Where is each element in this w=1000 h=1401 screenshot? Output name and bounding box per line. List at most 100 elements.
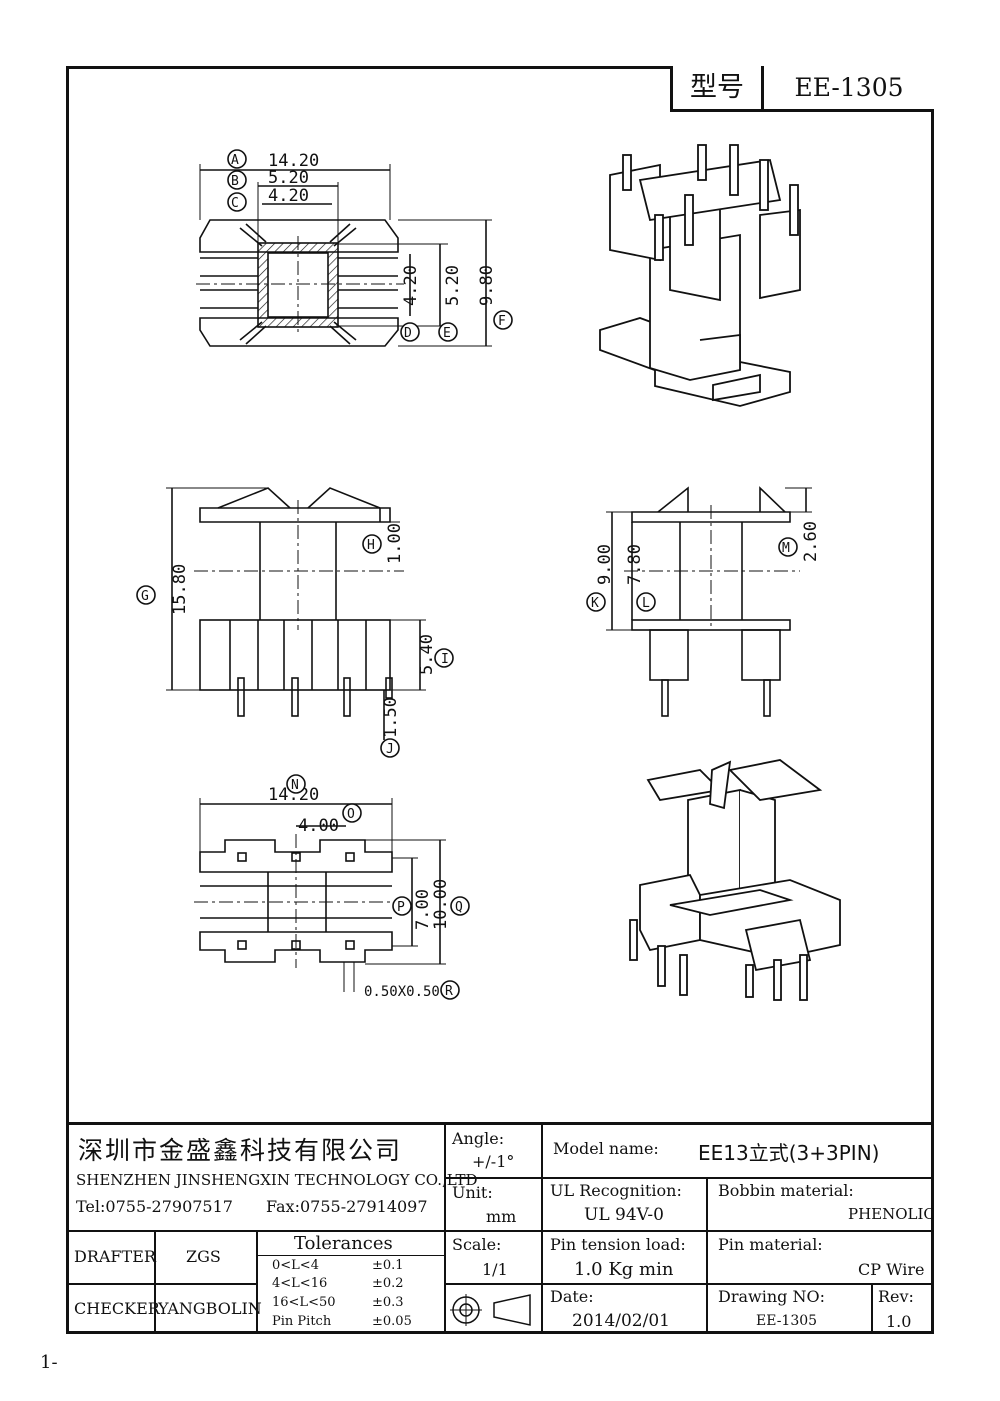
- dim-i-value: 5.40: [417, 634, 437, 675]
- svg-text:K: K: [591, 596, 599, 611]
- pin-material-value: CP Wire: [858, 1260, 925, 1279]
- svg-text:M: M: [782, 541, 790, 556]
- dim-j-value: 1.50: [381, 697, 401, 738]
- svg-text:A: A: [231, 153, 239, 168]
- svg-text:Q: Q: [455, 900, 463, 915]
- callout-d: D: [400, 322, 420, 342]
- checker-value: YANGBOLIN: [158, 1299, 262, 1318]
- bottom-view-labels: 14.20 4.00 7.00 10.00 0.50X0.50 N O P Q …: [268, 774, 470, 1000]
- callout-h: H: [362, 534, 382, 554]
- tolerances-title: Tolerances: [294, 1233, 393, 1254]
- tolerance-value: ±0.3: [372, 1295, 404, 1310]
- svg-text:P: P: [397, 900, 405, 915]
- model-header-value: EE-1305: [794, 73, 904, 102]
- svg-text:I: I: [441, 652, 449, 667]
- dim-h-value: 1.00: [385, 523, 405, 564]
- tolerance-value: ±0.1: [372, 1258, 404, 1273]
- ul-label: UL Recognition:: [550, 1181, 682, 1200]
- title-block: 深圳市金盛鑫科技有限公司 SHENZHEN JINSHENGXIN TECHNO…: [66, 1122, 935, 1334]
- drafter-value: ZGS: [186, 1247, 221, 1266]
- dim-p-value: 7.00: [413, 889, 433, 930]
- tolerance-range: 4<L<16: [272, 1276, 328, 1291]
- company-fax: Fax:0755-27914097: [266, 1197, 428, 1216]
- svg-text:G: G: [141, 589, 149, 604]
- dim-k-value: 9.00: [595, 544, 615, 585]
- front-view: [166, 487, 426, 740]
- svg-text:E: E: [443, 326, 451, 341]
- callout-b: B: [227, 170, 247, 190]
- pin-material-label: Pin material:: [718, 1235, 823, 1254]
- svg-text:N: N: [291, 778, 299, 793]
- callout-o: O: [342, 803, 362, 823]
- company-tel: Tel:0755-27907517: [76, 1197, 233, 1216]
- drawing-no-label: Drawing NO:: [718, 1287, 825, 1306]
- side-view: [606, 486, 812, 717]
- svg-text:J: J: [386, 742, 394, 757]
- svg-text:L: L: [642, 596, 650, 611]
- dim-g-value: 15.80: [170, 564, 190, 615]
- isometric-view-top: [599, 144, 801, 407]
- dim-m-value: 2.60: [801, 521, 821, 562]
- rev-label: Rev:: [878, 1287, 914, 1306]
- dim-l-value: 7.80: [625, 544, 645, 585]
- side-view-labels: 9.00 7.80 2.60 K L M: [586, 521, 821, 612]
- callout-p: P: [392, 896, 412, 916]
- drawing-no-value: EE-1305: [756, 1313, 818, 1329]
- pin-tension-value: 1.0 Kg min: [574, 1259, 674, 1280]
- callout-i: I: [434, 648, 454, 668]
- angle-label: Angle:: [452, 1129, 505, 1148]
- company-name-en: SHENZHEN JINSHENGXIN TECHNOLOGY CO.,LTD: [76, 1171, 478, 1189]
- bobbin-value: PHENOLIC: [848, 1205, 935, 1223]
- svg-text:B: B: [231, 174, 239, 189]
- dim-a-value: 14.20: [268, 151, 319, 171]
- callout-g: G: [136, 585, 156, 605]
- callout-l: L: [636, 592, 656, 612]
- callout-e: E: [438, 322, 458, 342]
- model-name-label: Model name:: [553, 1139, 659, 1158]
- dim-o-value: 4.00: [298, 816, 339, 836]
- date-label: Date:: [550, 1287, 594, 1306]
- company-name-cn: 深圳市金盛鑫科技有限公司: [78, 1136, 403, 1165]
- unit-label: Unit:: [452, 1183, 493, 1202]
- tolerance-value: ±0.05: [372, 1314, 412, 1329]
- projection-symbol-icon: [450, 1294, 531, 1326]
- tolerance-value: ±0.2: [372, 1276, 404, 1291]
- tolerance-range: 0<L<4: [272, 1258, 319, 1273]
- callout-m: M: [778, 537, 798, 557]
- callout-k: K: [586, 592, 606, 612]
- callout-q: Q: [450, 896, 470, 916]
- dim-c-value: 4.20: [268, 186, 309, 206]
- callout-j: J: [380, 738, 400, 758]
- bobbin-label: Bobbin material:: [718, 1181, 854, 1200]
- callout-f: F: [493, 310, 513, 330]
- unit-value: mm: [486, 1207, 517, 1226]
- top-view: [196, 164, 492, 347]
- model-header-label: 型号: [673, 66, 764, 109]
- checker-label: CHECKER: [74, 1299, 160, 1318]
- dim-r-value: 0.50X0.50: [364, 984, 440, 1000]
- dim-f-value: 9.80: [477, 265, 497, 306]
- ul-value: UL 94V-0: [584, 1205, 664, 1225]
- rev-value: 1.0: [886, 1312, 912, 1331]
- page-mark: 1-: [40, 1352, 58, 1373]
- date-value: 2014/02/01: [572, 1311, 670, 1331]
- technical-drawings: 14.20 5.20 4.20 4.20 5.20 9.80 A B C D E…: [136, 144, 841, 1001]
- drawing-sheet: [66, 66, 934, 1334]
- svg-text:F: F: [498, 314, 506, 329]
- callout-n: N: [286, 774, 306, 794]
- scale-label: Scale:: [452, 1235, 502, 1254]
- model-name-value: EE13立式(3+3PIN): [698, 1141, 880, 1165]
- tolerance-range: 16<L<50: [272, 1295, 336, 1310]
- svg-text:C: C: [231, 196, 239, 211]
- dim-e-value: 5.20: [443, 265, 463, 306]
- callout-a: A: [227, 149, 247, 169]
- svg-text:R: R: [445, 984, 453, 999]
- isometric-view-bottom: [629, 759, 841, 1001]
- pin-tension-label: Pin tension load:: [550, 1235, 686, 1254]
- dim-d-value: 4.20: [401, 265, 421, 306]
- svg-text:H: H: [367, 538, 375, 553]
- dim-q-value: 10.00: [431, 879, 451, 930]
- callout-c: C: [227, 192, 247, 212]
- front-view-labels: 15.80 1.00 5.40 1.50 G H I J: [136, 523, 454, 758]
- top-view-labels: 14.20 5.20 4.20 4.20 5.20 9.80 A B C D E…: [227, 149, 513, 342]
